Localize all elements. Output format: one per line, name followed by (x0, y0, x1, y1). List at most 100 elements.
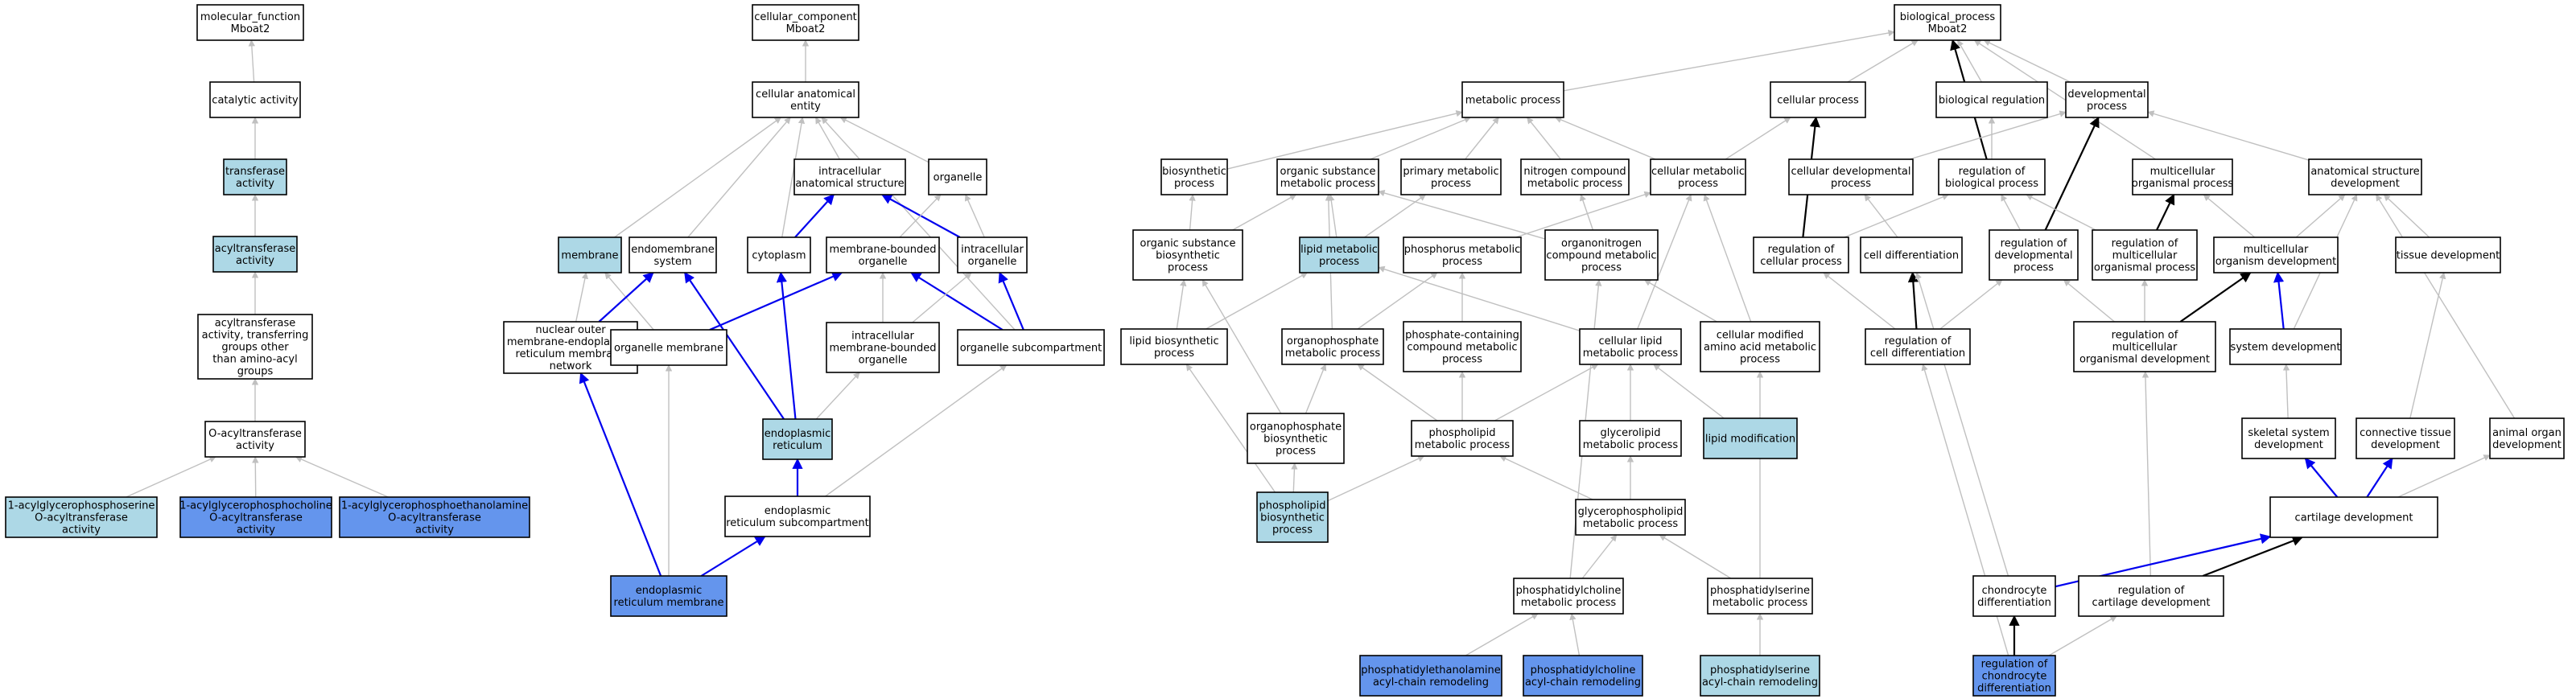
node-label-line: compound metabolic (1407, 342, 1517, 354)
node-box (2241, 417, 2336, 459)
go-term-node-sysdev[interactable]: system development (2229, 328, 2342, 365)
go-term-node-cytoplasm[interactable]: cytoplasm (747, 236, 811, 273)
node-label-line: biosynthetic (1260, 512, 1325, 524)
go-term-node-lpeo[interactable]: 1-acylglycerophosphoethanolamineO-acyltr… (339, 496, 530, 538)
go-term-node-nom[interactable]: nuclear outermembrane-endoplasmicreticul… (503, 321, 638, 374)
edge-lpso-to-o_acyl (126, 456, 216, 498)
node-label-line: development (2371, 439, 2440, 451)
node-box (1461, 81, 1564, 118)
go-term-node-bioreg[interactable]: biological regulation (1935, 81, 2048, 118)
node-box (204, 421, 306, 458)
node-box (1523, 655, 1643, 697)
go-term-node-catalytic[interactable]: catalytic activity (209, 81, 301, 118)
edge-phos-to-cmp (1515, 191, 1651, 238)
node-box (2213, 236, 2339, 273)
node-box (1120, 328, 1228, 365)
node-label-line: organic substance (1140, 238, 1236, 250)
node-label-line: process (1581, 262, 1622, 274)
node-label-line: activity (237, 524, 275, 537)
go-term-node-cellular_process[interactable]: cellular process (1770, 81, 1866, 118)
node-box (1579, 420, 1682, 457)
go-term-node-lpso[interactable]: 1-acylglycerophosphoserineO-acyltransfer… (5, 496, 158, 538)
edge-lpco-to-o_acyl (252, 456, 259, 498)
go-term-node-lpco[interactable]: 1-acylglycerophosphocholineO-acyltransfe… (179, 496, 332, 538)
node-label-line: membrane-bounded (829, 244, 936, 256)
go-term-node-tissue[interactable]: tissue development (2395, 236, 2501, 273)
edge-oncm-to-ncm (1579, 194, 1594, 231)
node-label-line: process (1276, 446, 1316, 458)
node-box (752, 81, 859, 118)
edge-oncm-to-osm (1378, 190, 1546, 240)
go-term-node-osc[interactable]: organelle subcompartment (957, 329, 1105, 366)
go-term-node-metabolic[interactable]: metabolic process (1461, 81, 1564, 118)
node-box (223, 158, 287, 195)
go-term-node-lipmod[interactable]: lipid modification (1703, 417, 1798, 459)
go-term-node-om[interactable]: organelle membrane (610, 329, 727, 366)
go-term-node-cdiff[interactable]: cell differentiation (1860, 236, 1963, 273)
go-term-node-organelle[interactable]: organelle (928, 158, 987, 195)
node-label-line: organelle membrane (614, 343, 723, 355)
go-term-node-membrane[interactable]: membrane (558, 236, 622, 273)
go-term-node-cartdev[interactable]: cartilage development (2269, 496, 2438, 538)
edge-clmp-to-cmp (1637, 194, 1692, 330)
node-label-line: lipid modification (1705, 434, 1795, 446)
